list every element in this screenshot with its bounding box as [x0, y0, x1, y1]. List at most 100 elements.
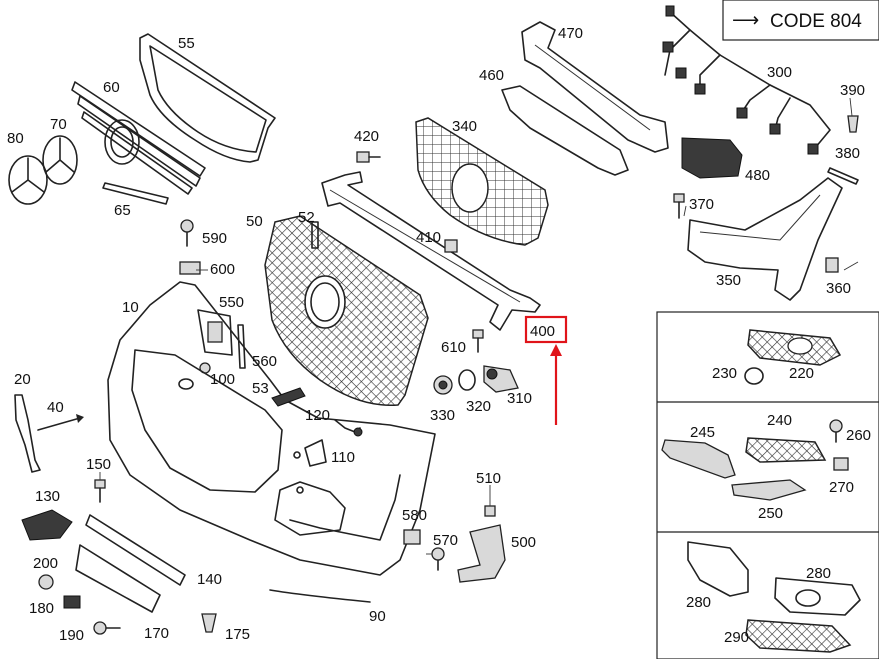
label-230: 230: [712, 365, 737, 382]
label-380: 380: [835, 145, 860, 162]
highlight-arrowhead: [550, 344, 562, 356]
label-70: 70: [50, 116, 67, 133]
part-120-sensor: [334, 419, 363, 437]
label-320: 320: [466, 398, 491, 415]
label-280b: 280: [806, 565, 831, 582]
part-80-star: [8, 155, 48, 205]
label-360: 360: [826, 280, 851, 297]
label-580: 580: [402, 507, 427, 524]
label-510: 510: [476, 470, 501, 487]
part-65-strip: [102, 182, 169, 205]
label-120: 120: [305, 407, 330, 424]
label-340: 340: [452, 118, 477, 135]
label-245: 245: [690, 424, 715, 441]
label-52: 52: [298, 209, 315, 226]
label-170: 170: [144, 625, 169, 642]
label-90: 90: [369, 608, 386, 625]
part-190-screw: [93, 621, 121, 635]
label-470: 470: [558, 25, 583, 42]
label-390: 390: [840, 82, 865, 99]
part-250-light: [731, 479, 807, 501]
part-150-bolt: [94, 479, 106, 503]
label-460: 460: [479, 67, 504, 84]
code-label: CODE 804: [770, 11, 862, 32]
part-110-cap: [304, 439, 327, 467]
label-480: 480: [745, 167, 770, 184]
part-90-strip: [269, 589, 371, 603]
part-460-absorber: [501, 85, 629, 176]
part-310-sensor: [483, 365, 519, 393]
part-350-side-bracket: [687, 177, 843, 301]
part-390-screw: [847, 115, 859, 133]
label-240: 240: [767, 412, 792, 429]
label-20: 20: [14, 371, 31, 388]
label-280a: 280: [686, 594, 711, 611]
part-60-chrome-slats: [71, 81, 206, 195]
part-50-main-grille: [264, 215, 429, 407]
label-50: 50: [246, 213, 263, 230]
part-53-insert: [271, 387, 306, 407]
part-560-strip: [237, 324, 246, 369]
label-200: 200: [33, 555, 58, 572]
label-600: 600: [210, 261, 235, 278]
part-number-labels: 10 20 40 50 52 53 55 60 65 70 80 90 100 …: [7, 25, 871, 646]
label-130: 130: [35, 488, 60, 505]
part-200-nut: [38, 574, 54, 590]
part-175-clip: [201, 613, 217, 633]
part-270-clip: [833, 457, 849, 471]
label-500: 500: [511, 534, 536, 551]
part-400-carrier: [321, 171, 541, 331]
part-480-bracket: [681, 137, 743, 179]
part-130-bracket: [21, 509, 73, 541]
part-610-bolt: [472, 329, 484, 353]
label-180: 180: [29, 600, 54, 617]
part-140-plate-mount: [75, 514, 186, 613]
part-580-nut: [403, 529, 421, 545]
part-245-trim: [661, 439, 736, 479]
part-230-ring: [744, 367, 764, 385]
part-500-bracket: [457, 524, 506, 583]
part-330-sensor: [433, 375, 453, 395]
label-350: 350: [716, 272, 741, 289]
label-55: 55: [178, 35, 195, 52]
part-70-star-emblem: [42, 135, 78, 185]
label-550: 550: [219, 294, 244, 311]
part-470-beam: [521, 21, 669, 153]
part-320-ring: [458, 369, 476, 391]
label-370: 370: [689, 196, 714, 213]
label-60: 60: [103, 79, 120, 96]
label-290: 290: [724, 629, 749, 646]
part-360-clip: [825, 257, 839, 273]
highlight-box: [524, 315, 568, 344]
part-410-bolt: [444, 239, 458, 253]
part-380-strip: [827, 167, 859, 185]
label-300: 300: [767, 64, 792, 81]
label-150: 150: [86, 456, 111, 473]
part-55-grille-frame: [139, 33, 276, 163]
label-220: 220: [789, 365, 814, 382]
part-240-cover: [745, 437, 827, 463]
label-270: 270: [829, 479, 854, 496]
inset-panels: [656, 311, 879, 659]
part-590-screw: [180, 219, 194, 247]
label-110: 110: [331, 449, 355, 466]
part-40-pointer: [37, 414, 84, 431]
part-550-bracket: [197, 309, 233, 356]
label-570: 570: [433, 532, 458, 549]
label-560: 560: [252, 353, 277, 370]
label-250: 250: [758, 505, 783, 522]
label-190: 190: [59, 627, 84, 644]
part-280-cover-right: [774, 577, 861, 616]
part-260-screw: [829, 419, 843, 443]
part-570-screw: [431, 547, 445, 571]
label-40: 40: [47, 399, 64, 416]
label-80: 80: [7, 130, 24, 147]
label-420: 420: [354, 128, 379, 145]
label-65: 65: [114, 202, 131, 219]
part-510-bolt: [484, 505, 496, 517]
label-330: 330: [430, 407, 455, 424]
part-290-mesh: [745, 619, 852, 653]
label-53: 53: [252, 380, 269, 397]
part-600-nut: [179, 261, 201, 275]
